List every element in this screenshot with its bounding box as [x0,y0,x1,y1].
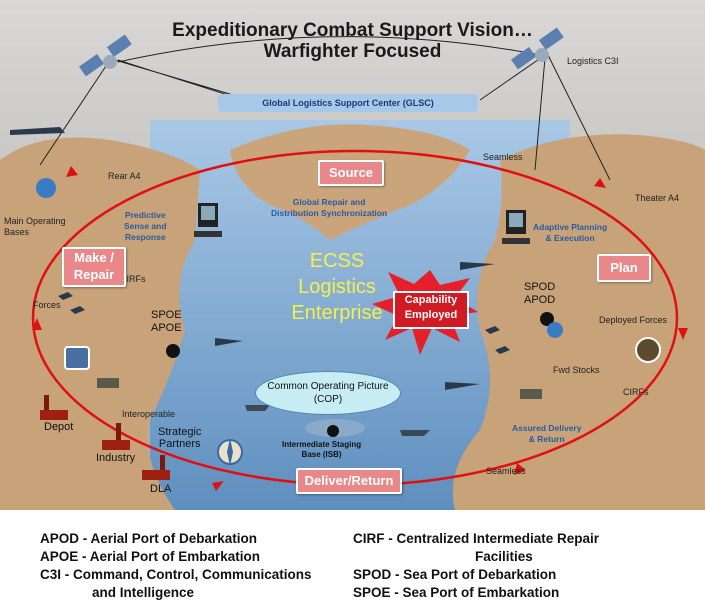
legend-item: Facilities [475,549,533,564]
predictive-label: Predictive Sense and Response [124,210,167,242]
strategic-partners-label: Strategic Partners [158,426,202,450]
fwd-stocks-label: Fwd Stocks [553,365,600,375]
loop-arrow-3 [678,328,688,340]
adaptive-label: Adaptive Planning & Execution [533,222,608,243]
legend-item: C3I - Command, Control, Communications [40,567,312,582]
factory-industry-icon [102,423,130,450]
forces-label: Forces [33,300,61,310]
interoperable-label: Interoperable [122,409,176,419]
globe-left-icon [36,178,56,198]
deliver-return-pill: Deliver/Return [296,468,402,494]
legend-item: SPOE - Sea Port of Embarkation [353,585,560,600]
logistics-c3i-label: Logistics C3I [567,56,619,66]
c3i-link-2 [479,54,611,181]
loop-arrow-1 [66,166,78,177]
ecss-diagram: Expeditionary Combat Support Vision… War… [0,0,705,510]
spod-apod-label: SPOD APOD [524,281,556,306]
legend-item: CIRF - Centralized Intermediate Repair [353,531,600,546]
loop-arrow-4 [514,463,526,475]
legend-right: CIRF - Centralized Intermediate Repair F… [353,530,599,602]
globe-right-icon [547,322,563,338]
aircraft-icons [10,127,510,390]
legend-item: APOE - Aerial Port of Embarkation [40,549,261,564]
satellite-right-icon [511,27,564,70]
compass-icon [217,438,243,466]
rear-a4-label: Rear A4 [108,171,141,181]
cirfs-left-label: CIRFs [120,274,146,284]
vehicle-icons [97,378,542,399]
capability-employed-box: Capability Employed [393,291,469,329]
computer-icon-left [194,203,222,237]
deployed-forces-label: Deployed Forces [599,315,668,325]
factory-dla-icon [142,455,170,480]
make-repair-pill: Make / Repair [62,247,126,287]
legend-item: and Intelligence [92,585,195,600]
port-marker-left-icon [166,344,180,358]
plan-pill: Plan [597,254,651,282]
dla-label: DLA [150,483,172,495]
cop-ellipse: Common Operating Picture (COP) [255,371,401,415]
af-patch-icon [64,346,90,370]
cirfs-right-label: CIRFs [623,387,649,397]
isb-marker-icon [327,425,339,437]
industry-label: Industry [96,452,136,464]
c3i-link-3 [117,36,541,63]
main-operating-bases-label: Main Operating Bases [4,216,66,237]
loop-arrow-2 [594,178,606,188]
theater-a4-label: Theater A4 [635,193,680,203]
dla-seal-icon [635,337,661,363]
cop-label: Common Operating Picture (COP) [267,381,389,405]
seamless-bottom-label: Seamless [486,466,526,476]
loop-arrow-5 [212,481,224,491]
loop-arrow-6 [32,318,42,330]
source-pill: Source [318,160,384,186]
legend-item: SPOD - Sea Port of Debarkation [353,567,557,582]
legend-left: APOD - Aerial Port of Debarkation APOE -… [40,530,312,602]
diagram-title-line1: Expeditionary Combat Support Vision… [172,20,533,41]
seamless-top-label: Seamless [483,152,523,162]
port-marker-right-icon [540,312,554,326]
diagram-title-line2: Warfighter Focused [263,41,442,62]
legend-item: APOD - Aerial Port of Debarkation [40,531,258,546]
depot-label: Depot [44,421,74,433]
assured-delivery-label: Assured Delivery & Return [512,423,582,444]
computer-icon-right [502,210,530,244]
ship-icons [245,405,430,436]
glsc-banner: Global Logistics Support Center (GLSC) [218,94,478,112]
satellite-left-icon [79,34,132,77]
scene-illustration [0,0,705,510]
isb-label: Intermediate Staging Base (ISB) [282,440,362,459]
global-repair-label: Global Repair and Distribution Synchroni… [271,197,388,218]
factory-depot-icon [40,395,68,420]
spoe-apoe-label: SPOE APOE [151,309,182,334]
ecss-title: ECSS Logistics Enterprise [291,250,383,324]
